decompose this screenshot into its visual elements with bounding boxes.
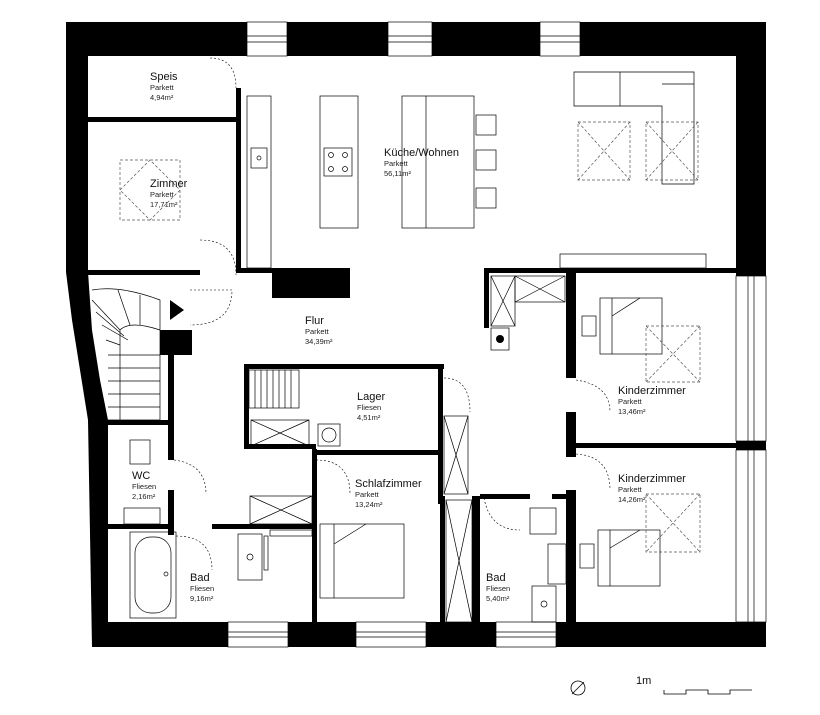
room-floor: Parkett — [618, 485, 643, 494]
staircase — [91, 288, 161, 421]
room-area: 56,11m² — [384, 169, 411, 178]
room-label-bad-2: Bad Fliesen 5,40m² — [486, 572, 510, 603]
room-floor: Fliesen — [486, 584, 510, 593]
windows — [227, 21, 767, 648]
room-label-bad-1: Bad Fliesen 9,16m² — [190, 572, 214, 603]
room-area: 14,26m² — [618, 495, 646, 504]
room-floor: Parkett — [355, 490, 380, 499]
room-name: Küche/Wohnen — [384, 147, 459, 159]
scale-label: 1m — [636, 675, 651, 687]
room-label-schlafzimmer: Schlafzimmer Parkett 13,24m² — [355, 478, 422, 509]
room-name: Lager — [357, 391, 385, 403]
room-name: WC — [132, 470, 150, 482]
room-area: 5,40m² — [486, 594, 510, 603]
entrance-arrow-icon — [170, 300, 184, 320]
room-label-wc: WC Fliesen 2,16m² — [132, 470, 156, 501]
room-area: 2,16m² — [132, 492, 156, 501]
room-floor: Parkett — [150, 83, 175, 92]
room-name: Zimmer — [150, 178, 188, 190]
room-label-zimmer: Zimmer Parkett 17,71m² — [150, 178, 188, 209]
north-arrow-icon — [570, 680, 586, 696]
room-name: Kinderzimmer — [618, 385, 686, 397]
room-floor: Fliesen — [132, 482, 156, 491]
room-area: 34,39m² — [305, 337, 333, 346]
room-area: 13,24m² — [355, 500, 383, 509]
room-name: Flur — [305, 315, 324, 327]
room-area: 13,46m² — [618, 407, 646, 416]
room-name: Schlafzimmer — [355, 478, 422, 490]
room-floor: Parkett — [150, 190, 175, 199]
room-name: Bad — [190, 572, 210, 584]
scale-bar: 1m — [636, 675, 752, 695]
room-floor: Fliesen — [357, 403, 381, 412]
room-area: 4,51m² — [357, 413, 381, 422]
interior-walls — [88, 88, 736, 622]
room-area: 17,71m² — [150, 200, 178, 209]
room-label-lager: Lager Fliesen 4,51m² — [357, 391, 385, 422]
room-label-kueche: Küche/Wohnen Parkett 56,11m² — [384, 147, 459, 178]
room-area: 9,16m² — [190, 594, 214, 603]
room-floor: Parkett — [305, 327, 330, 336]
room-label-flur: Flur Parkett 34,39m² — [305, 315, 333, 346]
lager-stair — [248, 369, 300, 409]
room-label-kinderzimmer-2: Kinderzimmer Parkett 14,26m² — [618, 473, 686, 504]
room-name: Speis — [150, 71, 178, 83]
room-label-speis: Speis Parkett 4,94m² — [150, 71, 178, 102]
room-name: Kinderzimmer — [618, 473, 686, 485]
door-swings — [173, 57, 611, 571]
room-area: 4,94m² — [150, 93, 174, 102]
room-floor: Parkett — [618, 397, 643, 406]
room-floor: Fliesen — [190, 584, 214, 593]
furniture — [119, 71, 707, 623]
room-label-kinderzimmer-1: Kinderzimmer Parkett 13,46m² — [618, 385, 686, 416]
room-name: Bad — [486, 572, 506, 584]
room-floor: Parkett — [384, 159, 409, 168]
